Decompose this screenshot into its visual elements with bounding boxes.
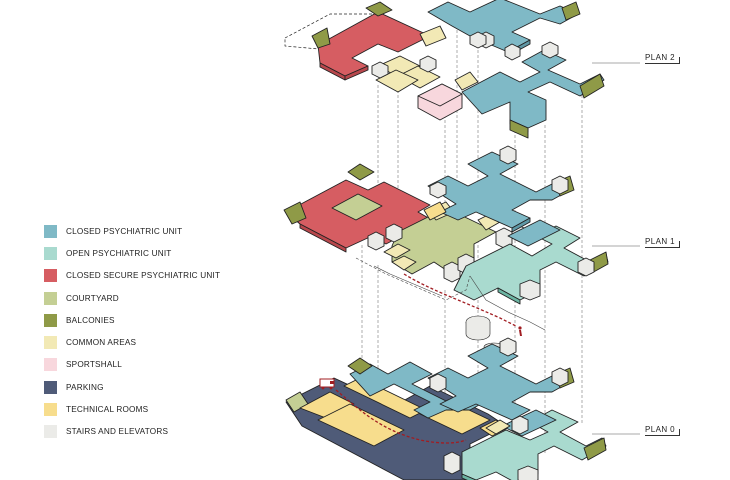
legend-label: COURTYARD — [66, 293, 119, 303]
legend-swatch — [44, 403, 57, 417]
legend-label: CLOSED SECURE PSYCHIATRIC UNIT — [66, 271, 221, 281]
legend-item-stairs-and-elevators: STAIRS AND ELEVATORS — [44, 421, 284, 443]
walking-route-plan1 — [403, 273, 517, 327]
legend-label: STAIRS AND ELEVATORS — [66, 427, 169, 437]
legend-item-closed-secure-psychiatric-unit: CLOSED SECURE PSYCHIATRIC UNIT — [44, 265, 284, 287]
legend-label: TECHNICAL ROOMS — [66, 405, 149, 415]
legend-swatch — [44, 269, 57, 283]
legend-label: OPEN PSYCHIATRIC UNIT — [66, 248, 172, 258]
pedestrian-icon — [518, 326, 522, 336]
plan-leaders — [592, 62, 640, 435]
legend-swatch — [44, 224, 57, 238]
legend-item-technical-rooms: TECHNICAL ROOMS — [44, 398, 284, 420]
plan-0-label: PLAN 0 — [645, 425, 680, 436]
plan-1-levels — [283, 145, 609, 305]
legend-item-common-areas: COMMON AREAS — [44, 331, 284, 353]
legend-swatch — [44, 380, 57, 394]
legend: CLOSED PSYCHIATRIC UNIT OPEN PSYCHIATRIC… — [44, 220, 284, 443]
legend-swatch — [44, 336, 57, 350]
ambulance-icon — [319, 378, 335, 390]
plan-2-levels — [284, 0, 605, 139]
legend-label: COMMON AREAS — [66, 338, 137, 348]
legend-swatch — [44, 291, 57, 305]
legend-label: BALCONIES — [66, 315, 115, 325]
legend-item-sportshall: SPORTSHALL — [44, 354, 284, 376]
legend-label: CLOSED PSYCHIATRIC UNIT — [66, 226, 183, 236]
legend-swatch — [44, 425, 57, 439]
walking-route-plan0 — [335, 389, 467, 444]
plan-0-levels — [285, 337, 607, 480]
legend-swatch — [44, 313, 57, 327]
legend-item-closed-psychiatric-unit: CLOSED PSYCHIATRIC UNIT — [44, 220, 284, 242]
legend-label: SPORTSHALL — [66, 360, 122, 370]
legend-item-parking: PARKING — [44, 376, 284, 398]
plan-1-label: PLAN 1 — [645, 237, 680, 248]
legend-label: PARKING — [66, 382, 104, 392]
legend-item-balconies: BALCONIES — [44, 309, 284, 331]
legend-item-open-psychiatric-unit: OPEN PSYCHIATRIC UNIT — [44, 242, 284, 264]
plan-2-label: PLAN 2 — [645, 53, 680, 64]
legend-item-courtyard: COURTYARD — [44, 287, 284, 309]
legend-swatch — [44, 358, 57, 372]
legend-swatch — [44, 246, 57, 260]
